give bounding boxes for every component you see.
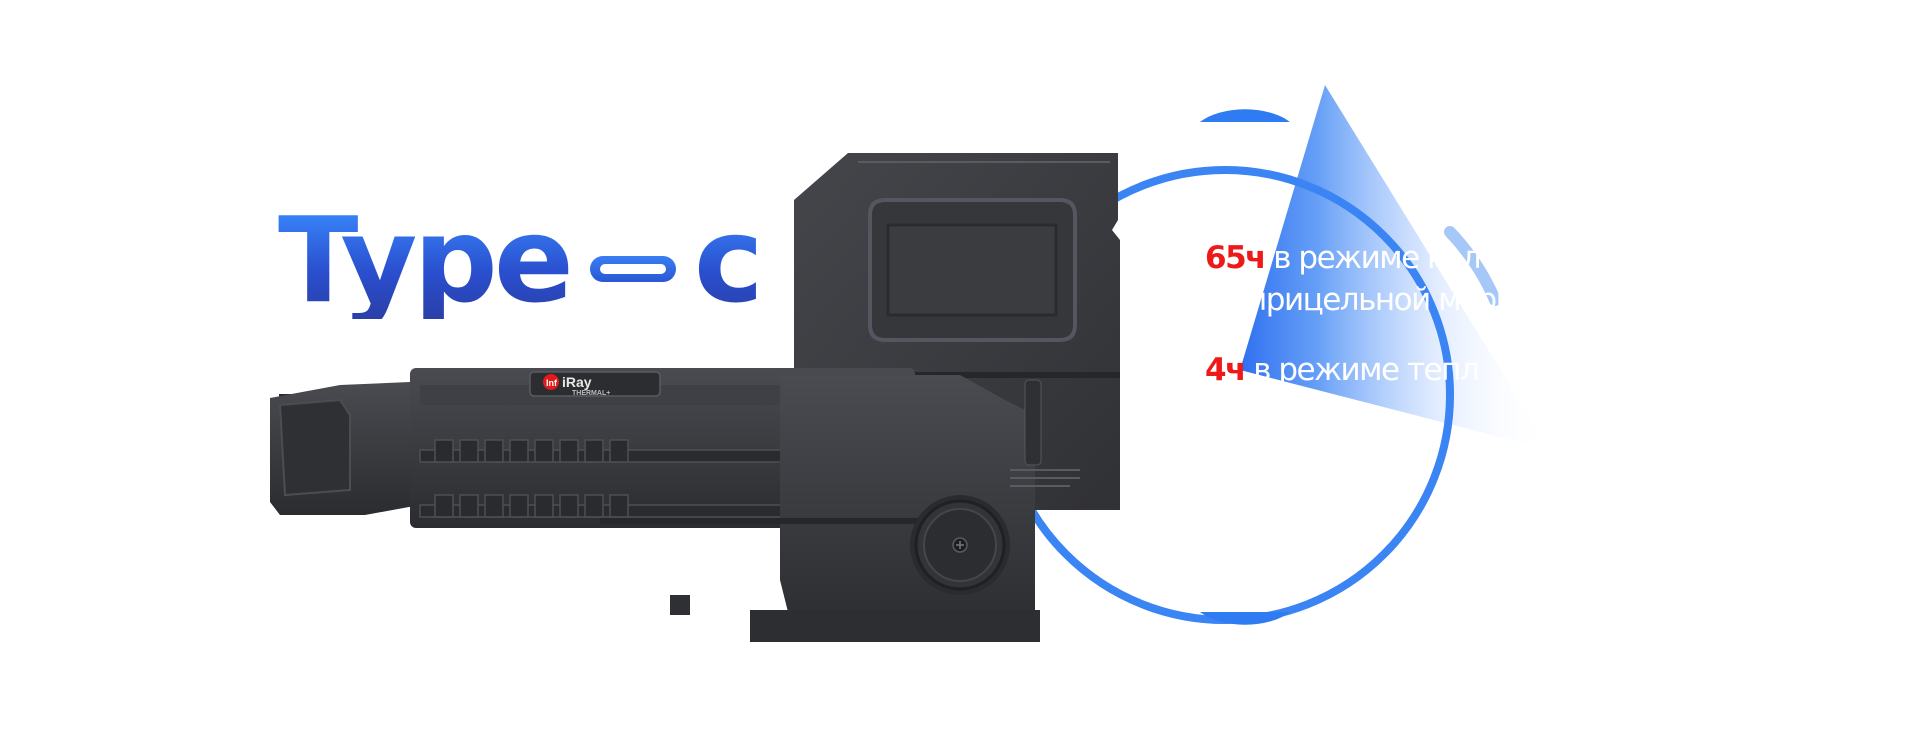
mount-base: [750, 610, 1040, 642]
picatinny-rail-top: [419, 439, 896, 463]
stat-thermal-value: 4ч: [1205, 352, 1246, 388]
front-housing: [780, 375, 1035, 640]
adjustment-knob-icon: [910, 495, 1010, 595]
stat-reticle-value: 65ч: [1205, 240, 1266, 276]
headline: Type c: [278, 190, 764, 330]
inner-arc-tick: [1444, 226, 1501, 306]
picatinny-rail-bottom: [419, 494, 896, 518]
logo-brand: iRay: [562, 374, 592, 390]
logo-plate: [529, 371, 661, 397]
fan-wedge: [1240, 85, 1550, 450]
bottom-cap-arc: [1200, 612, 1290, 625]
headline-connector-icon: [589, 256, 676, 282]
stat-reticle-text: в режиме кол: [1273, 240, 1481, 276]
logo-sub: THERMAL+: [572, 390, 610, 397]
stat-reticle-mode-line2: прицельной марки: [1247, 282, 1533, 318]
stat-thermal-text: в режиме тепл: [1253, 352, 1479, 388]
stat-thermal-mode: 4ч в режиме тепл: [1205, 352, 1480, 388]
headline-c: c: [693, 191, 764, 329]
top-cap-arc: [1200, 109, 1290, 122]
stat-reticle-mode: 65ч в режиме кол: [1205, 240, 1482, 276]
thermal-sight-device: Inf iRay THERMAL+: [270, 153, 1120, 642]
logo-mark: Inf: [546, 378, 558, 388]
headline-type: Type: [278, 191, 574, 329]
stat-reticle-text-line2: прицельной марки: [1247, 282, 1533, 318]
side-button: [1024, 379, 1042, 466]
